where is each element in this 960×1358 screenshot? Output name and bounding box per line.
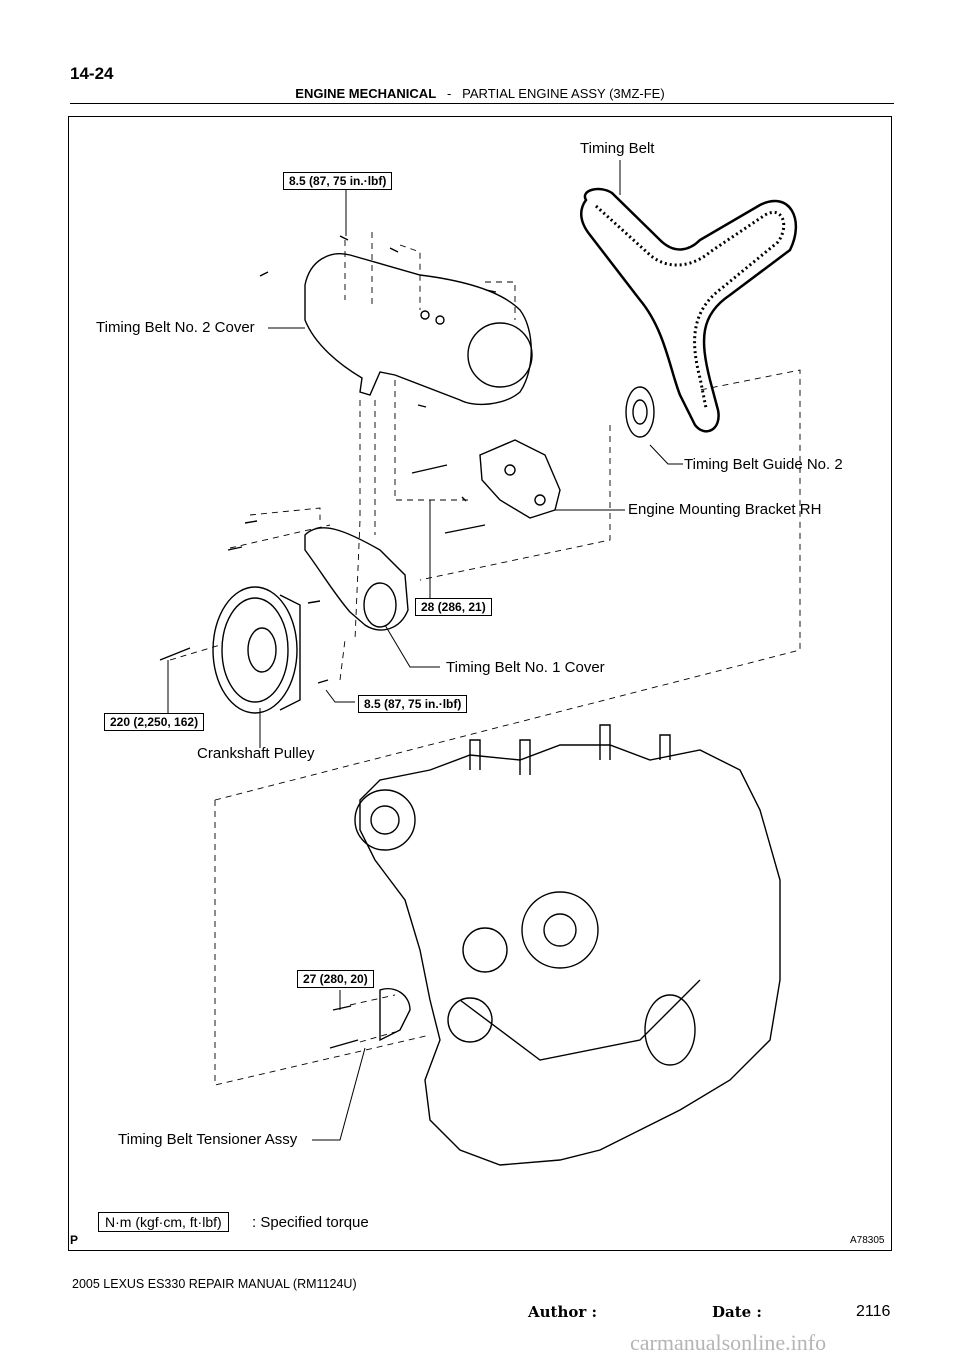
date-field: Date : [712,1303,762,1321]
watermark: carmanualsonline.info [630,1330,827,1355]
torque-box-no1-cover: 8.5 (87, 75 in.·lbf) [358,695,468,713]
bolt-drawings [159,235,497,1049]
label-no2-cover: Timing Belt No. 2 Cover [96,319,255,336]
header-separator: - [446,86,452,101]
figure-code: A78305 [850,1235,885,1246]
crank-pulley-drawing [212,586,298,714]
no2-cover-drawing [304,253,532,406]
page-number: 2116 [856,1303,891,1320]
subsection-title: PARTIAL ENGINE ASSY (3MZ-FE) [462,86,665,101]
torque-box-no2-cover: 8.5 (87, 75 in.·lbf) [283,172,393,190]
legend-unit-box: N·m (kgf·cm, ft·lbf) [98,1212,229,1232]
torque-box-tensioner: 27 (280, 20) [297,970,374,988]
torque-box-bracket: 28 (286, 21) [415,598,492,616]
diagram-frame [68,116,892,1251]
label-crank-pulley: Crankshaft Pulley [197,745,315,762]
no1-cover-drawing [304,527,409,631]
page-reference: 14-24 [70,64,114,83]
label-bracket: Engine Mounting Bracket RH [628,501,822,518]
torque-box-crank-bolt: 220 (2,250, 162) [104,713,205,731]
corner-mark: P [70,1233,79,1247]
author-field: Author : [528,1303,598,1321]
header-rule [70,103,894,104]
legend-meaning: : Specified torque [252,1214,369,1231]
engine-block-drawing [359,744,781,1166]
belt-guide-drawing [625,386,655,438]
section-header: ENGINE MECHANICAL - PARTIAL ENGINE ASSY … [0,86,960,101]
label-timing-belt: Timing Belt [580,140,655,157]
manual-title: 2005 LEXUS ES330 REPAIR MANUAL (RM1124U) [72,1277,357,1291]
label-guide-no2: Timing Belt Guide No. 2 [684,456,843,473]
bracket-drawing [479,439,561,519]
section-title: ENGINE MECHANICAL [295,86,437,101]
timing-belt-drawing [580,187,798,433]
label-tensioner: Timing Belt Tensioner Assy [118,1131,298,1148]
label-no1-cover: Timing Belt No. 1 Cover [446,659,605,676]
